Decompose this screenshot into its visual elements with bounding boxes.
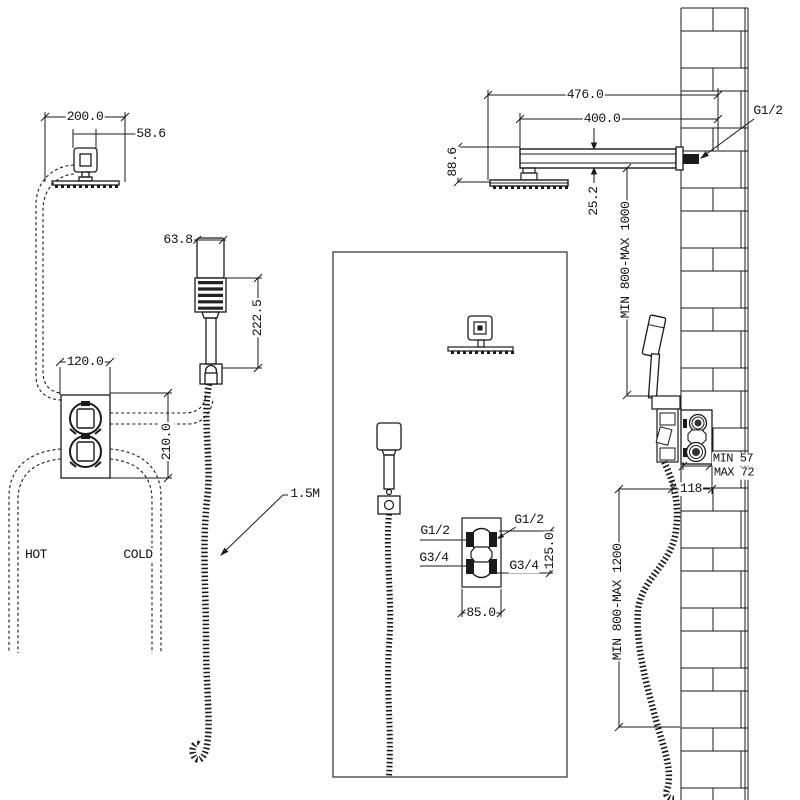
dim-arm-thickness: 25.2 [586, 185, 602, 217]
dim-hose-height-range: MIN 800-MAX 1200 [610, 542, 626, 662]
wall-hand-shower [641, 314, 681, 463]
label-cold-supply: COLD [122, 547, 154, 563]
dim-handshower-length: 222.5 [250, 298, 266, 338]
label-hot-supply: HOT [24, 547, 48, 563]
dimension-lines [40, 88, 755, 732]
detail-inlet-top-left: G1/2 [419, 523, 451, 539]
label-wall-connection: G1/2 [752, 103, 784, 119]
dim-head-height-range: MIN 800-MAX 1000 [618, 200, 634, 320]
dim-overhead-mount: 58.6 [135, 126, 167, 142]
hand-shower-hose [189, 383, 213, 763]
supply-pipes [8, 164, 214, 653]
dim-valve-offset: 118 [679, 481, 703, 497]
dim-valve-width: 120.0 [65, 354, 105, 370]
mixer-valve-front [60, 394, 111, 479]
label-hose-length: 1.5M [289, 486, 321, 502]
wall-shower-arm [489, 146, 699, 189]
dimension-arrows [220, 142, 709, 556]
dim-valve-depth-max: MAX 72 [712, 465, 756, 480]
dim-total-projection: 476.0 [565, 87, 605, 103]
overhead-shower-front [51, 147, 120, 188]
detail-hose [384, 513, 394, 777]
detail-inlet-top-right: G1/2 [513, 512, 545, 528]
detail-box [332, 251, 568, 778]
hand-shower-front [194, 237, 227, 385]
detail-inlet-bottom-left: G3/4 [418, 550, 450, 566]
brick-wall [680, 7, 749, 800]
detail-inlet-bottom-right: G3/4 [508, 558, 540, 574]
dim-handshower-width: 63.8 [162, 232, 194, 248]
wall-hose [634, 460, 681, 800]
detail-body-width: 85.0 [465, 605, 497, 621]
wall-valve-side [680, 409, 713, 465]
dim-head-drop: 88.6 [445, 146, 461, 178]
dim-overhead-width: 200.0 [65, 109, 105, 125]
dim-valve-height: 210.0 [159, 422, 175, 462]
dim-arm-length: 400.0 [582, 111, 622, 127]
dim-valve-depth-min: MIN 57 [711, 451, 755, 466]
detail-port-spacing: 125.0 [542, 531, 558, 571]
